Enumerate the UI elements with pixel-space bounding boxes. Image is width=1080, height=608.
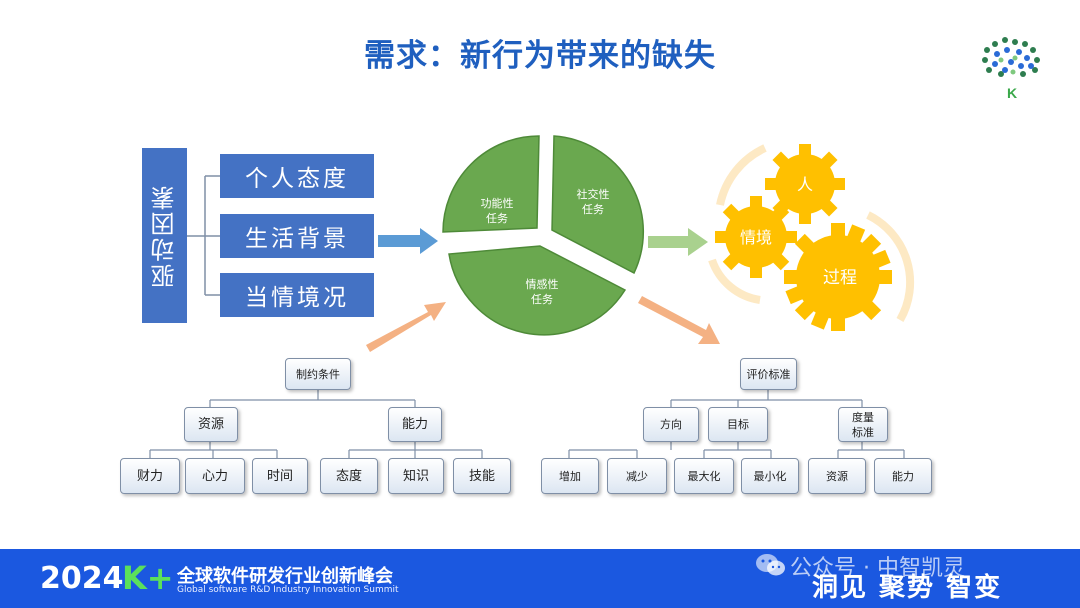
evaluation-root: 评价标准 xyxy=(740,358,797,390)
constraint-resources: 资源 xyxy=(184,407,238,442)
arrow-constraints-to-tasks xyxy=(366,302,446,352)
evaluation-direction: 方向 xyxy=(643,407,699,442)
evaluation-target: 目标 xyxy=(708,407,768,442)
task-functional-line1: 功能性 xyxy=(481,196,514,210)
driving-factors-label: 驱动因素 xyxy=(142,148,187,323)
wechat-icon xyxy=(756,554,785,576)
footer-watermark: 公众号 · 中智凯灵 xyxy=(790,556,965,581)
footer-summit-name: 全球软件研发行业创新峰会 xyxy=(177,566,393,587)
factor-personal-attitude: 个人态度 xyxy=(220,154,374,198)
arrow-to-gears xyxy=(648,228,708,256)
gear-label-situation: 情境 xyxy=(740,228,772,247)
footer-slogan: 洞见 聚势 智变 xyxy=(812,573,1003,603)
constraint-money: 财力 xyxy=(120,458,180,494)
factor-current-situation: 当情境况 xyxy=(220,273,374,317)
footer-summit-english: Global software R&D Industry Innovation … xyxy=(177,585,399,595)
footer-year: 2024 xyxy=(40,561,124,596)
constraint-time: 时间 xyxy=(252,458,308,494)
constraint-skills: 技能 xyxy=(453,458,511,494)
svg-text:K: K xyxy=(1007,85,1017,101)
evaluation-ability: 能力 xyxy=(874,458,932,494)
task-pie xyxy=(442,135,645,336)
constraint-mental: 心力 xyxy=(185,458,245,494)
gears-graphic: 人 情境 过程 xyxy=(708,144,915,331)
evaluation-maximize: 最大化 xyxy=(674,458,734,494)
company-logo: K xyxy=(982,37,1040,101)
constraints-root: 制约条件 xyxy=(285,358,351,390)
task-emotional-line1: 情感性 xyxy=(526,277,559,291)
constraint-knowledge: 知识 xyxy=(388,458,444,494)
gear-label-person: 人 xyxy=(797,175,813,194)
arrow-tasks-to-evaluation xyxy=(638,296,720,344)
task-emotional-line2: 任务 xyxy=(531,293,553,306)
evaluation-metric: 度量标准 xyxy=(838,407,888,442)
task-functional-line2: 任务 xyxy=(486,212,508,225)
slide-title: 需求：新行为带来的缺失 xyxy=(364,38,716,74)
footer-banner: 2024 K+ 全球软件研发行业创新峰会 Global software R&D… xyxy=(0,549,1080,608)
task-social-line2: 任务 xyxy=(582,203,604,216)
footer-brand: K+ xyxy=(122,559,174,597)
factor-life-background: 生活背景 xyxy=(220,214,374,258)
evaluation-increase: 增加 xyxy=(541,458,599,494)
evaluation-resources: 资源 xyxy=(808,458,866,494)
evaluation-decrease: 减少 xyxy=(607,458,667,494)
arrow-to-tasks xyxy=(378,228,438,254)
task-social-line1: 社交性 xyxy=(577,187,610,201)
evaluation-minimize: 最小化 xyxy=(741,458,799,494)
constraint-ability: 能力 xyxy=(388,407,442,442)
constraint-attitude: 态度 xyxy=(320,458,378,494)
gear-label-process: 过程 xyxy=(823,268,857,288)
